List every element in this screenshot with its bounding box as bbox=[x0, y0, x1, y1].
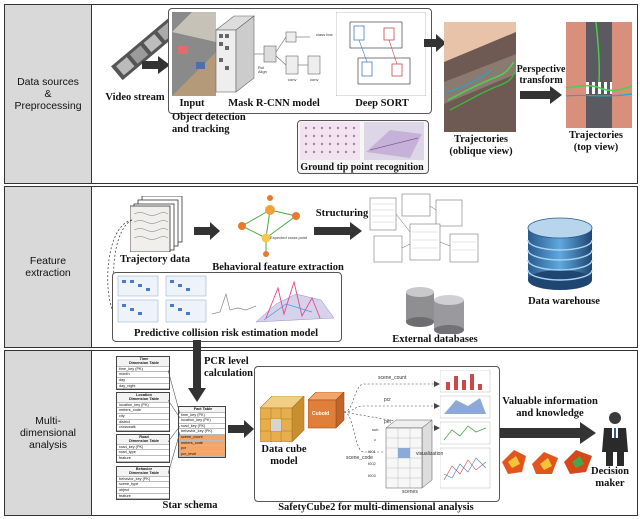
predictive-label: Predictive collision risk estimation mod… bbox=[133, 328, 319, 339]
decision-maker-label: Decision maker bbox=[591, 466, 629, 489]
arrow-pcr-down bbox=[188, 340, 206, 402]
scene-count-label: scene_count bbox=[378, 375, 407, 381]
data-cube-icon bbox=[260, 396, 305, 442]
traj-oblique-label: Trajectories (oblique view) bbox=[449, 134, 513, 157]
structuring-label: Structuring bbox=[315, 208, 369, 219]
input-image bbox=[172, 12, 216, 96]
location-dimension-table: Location Dimension Table location_key (P… bbox=[116, 392, 170, 432]
fact-table: Fact Table time_key (PK) location_key (P… bbox=[178, 406, 226, 459]
behavioral-network bbox=[238, 195, 300, 257]
trajectory-data-stack bbox=[130, 196, 183, 252]
trajectories-top-image bbox=[566, 22, 632, 128]
trajectory-data-label: Trajectory data bbox=[119, 254, 191, 265]
deep-sort-label: Deep SORT bbox=[355, 98, 409, 109]
arrow-valuable bbox=[500, 422, 596, 444]
external-databases-icon bbox=[406, 287, 464, 334]
external-db-label: External databases bbox=[392, 334, 478, 345]
section-label-data-sources: Data sources & Preprocessing bbox=[5, 5, 92, 183]
section-label-feature-extraction: Feature extraction bbox=[5, 187, 92, 347]
arrow-perspective bbox=[520, 86, 562, 104]
data-warehouse-label: Data warehouse bbox=[528, 296, 600, 307]
mask-rcnn-label: Mask R-CNN model bbox=[228, 98, 320, 109]
schema-tables-diagram bbox=[369, 193, 479, 263]
predictive-model-figure bbox=[117, 275, 335, 323]
behavioral-label: Behavioral feature extraction bbox=[212, 262, 344, 273]
arrow-structuring bbox=[314, 222, 362, 240]
pcr-calc-label: PCR level calculation bbox=[204, 356, 253, 379]
section-label-multidim: Multi- dimensional analysis bbox=[5, 351, 92, 515]
cuboid-icon bbox=[308, 392, 345, 429]
arrow-star-cube bbox=[228, 420, 254, 438]
data-cube-label: Data cube model bbox=[261, 444, 307, 467]
behavior-dimension-table: Behavior Dimension Table behavior_key (P… bbox=[116, 466, 170, 501]
input-label: Input bbox=[179, 98, 205, 109]
valuable-label: Valuable information and knowledge bbox=[502, 396, 598, 419]
pet-label: pet bbox=[384, 419, 391, 425]
class-box-label: class box bbox=[316, 32, 333, 37]
cube-mini-charts bbox=[440, 370, 491, 489]
heatmap-images bbox=[502, 450, 592, 474]
safetycube-label: SafetyCube2 for multi-dimensional analys… bbox=[278, 502, 474, 513]
perspective-label: Perspective transform bbox=[516, 64, 566, 86]
expected-cross-label: Expected cross point bbox=[270, 235, 308, 240]
ground-tip-label: Ground tip point recognition bbox=[300, 162, 424, 173]
video-stream-label: Video stream bbox=[105, 92, 165, 103]
deep-sort-diagram bbox=[336, 12, 426, 96]
visualization-label: visualization bbox=[416, 451, 444, 457]
conv2-label: conv bbox=[310, 77, 319, 82]
cuboid-label: Cuboid bbox=[312, 411, 330, 417]
axis-t001: t001 bbox=[368, 449, 376, 454]
traj-top-label: Trajectories (top view) bbox=[568, 130, 624, 153]
star-schema-links bbox=[168, 369, 180, 475]
conv1-label: conv bbox=[288, 77, 297, 82]
arrow-traj-behavioral bbox=[194, 222, 220, 240]
scenes-label: scenes bbox=[402, 489, 418, 495]
data-warehouse-icon bbox=[527, 217, 593, 290]
star-schema-label: Star schema bbox=[162, 500, 218, 511]
pcr-label: pcr bbox=[384, 397, 391, 403]
axis-t002: t002 bbox=[368, 461, 376, 466]
axis-c: c bbox=[374, 437, 376, 442]
road-dimension-table: Road Dimension Table road_key (PK) road_… bbox=[116, 434, 170, 463]
arrow-to-oblique bbox=[424, 34, 446, 52]
roi-align-label: RoI Align bbox=[258, 65, 267, 75]
decision-maker-icon bbox=[602, 412, 628, 466]
axis-t003: t003 bbox=[368, 473, 376, 478]
mask-rcnn-network bbox=[215, 15, 321, 93]
scene-code-label: scene_code bbox=[346, 455, 373, 461]
scene-3d-cube bbox=[385, 419, 433, 489]
axis-sub: sub bbox=[372, 427, 379, 432]
arrow-video-input bbox=[142, 56, 170, 74]
time-dimension-table: Time Dimension Table time_key (PK) month… bbox=[116, 356, 170, 391]
trajectories-oblique-image bbox=[444, 22, 516, 132]
ground-tip-images bbox=[300, 122, 424, 160]
object-detection-label: Object detection and tracking bbox=[172, 112, 246, 135]
